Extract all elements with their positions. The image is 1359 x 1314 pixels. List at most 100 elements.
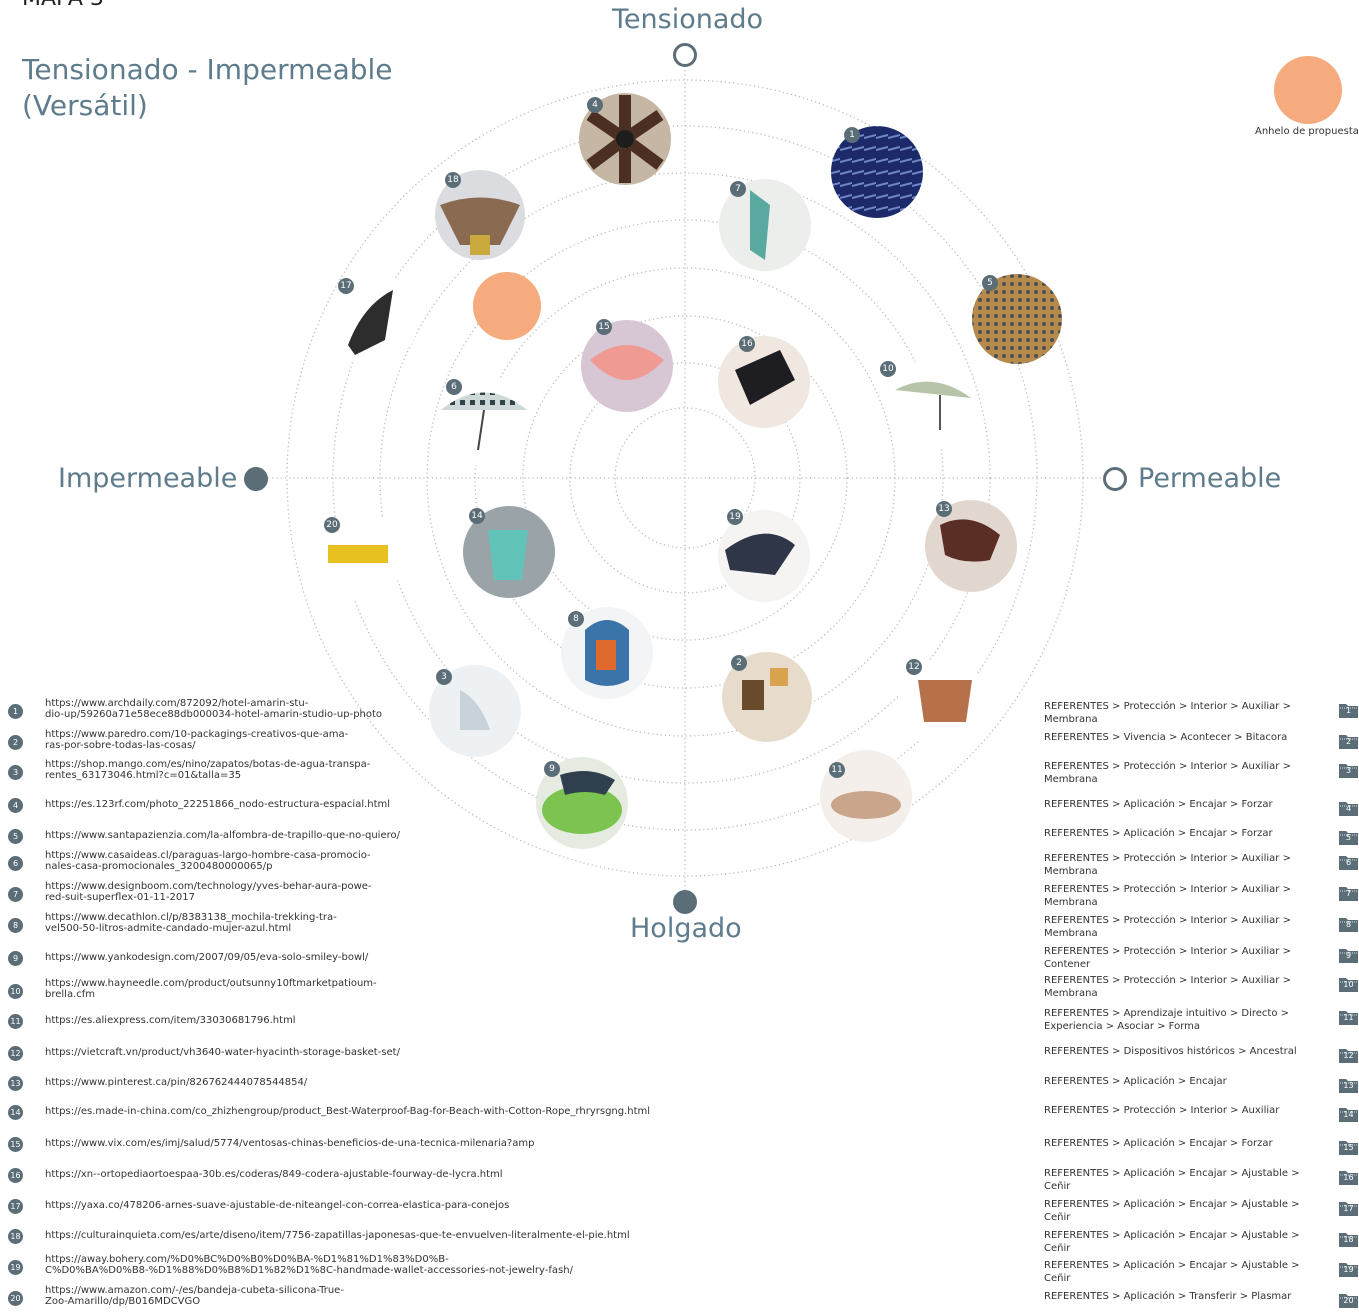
legend-target-dot	[1274, 56, 1342, 124]
map-badge-14: 14	[469, 508, 485, 524]
ref-url-link[interactable]: https://www.santapazienzia.com/la-alfomb…	[45, 830, 400, 841]
ref-category-path: REFERENTES > Aplicación > Encajar > Forz…	[1044, 828, 1273, 839]
ref-url-link[interactable]: https://www.decathlon.cl/p/8383138_mochi…	[45, 912, 337, 934]
map-badge-2: 2	[731, 655, 747, 671]
ref-category-path: REFERENTES > Protección > Interior > Aux…	[1044, 915, 1291, 939]
ref-category-path: REFERENTES > Aplicación > Encajar > Ajus…	[1044, 1199, 1300, 1223]
folder-number: 4	[1345, 804, 1352, 813]
folder-number: 1	[1345, 706, 1352, 715]
folder-icon[interactable]: 4	[1339, 801, 1358, 816]
folder-number: 3	[1345, 766, 1352, 775]
folder-icon[interactable]: 8	[1339, 917, 1358, 932]
ref-url-link[interactable]: https://www.designboom.com/technology/yv…	[45, 881, 372, 903]
ref-number: 18	[8, 1229, 23, 1244]
axis-lines	[268, 66, 1102, 890]
ref-number: 20	[8, 1291, 23, 1306]
ref-category-path: REFERENTES > Aplicación > Encajar > Ajus…	[1044, 1260, 1300, 1284]
folder-number: 16	[1343, 1173, 1354, 1182]
axis-label-left: Impermeable	[58, 463, 238, 494]
map-badge-19: 19	[727, 509, 743, 525]
ref-category-path: REFERENTES > Protección > Interior > Aux…	[1044, 946, 1291, 970]
ref-number: 15	[8, 1137, 23, 1152]
folder-number: 6	[1345, 858, 1352, 867]
ref-number: 10	[8, 984, 23, 999]
legend-label: Anhelo de propuesta	[1255, 126, 1359, 137]
ref-category-path: REFERENTES > Aplicación > Encajar	[1044, 1076, 1227, 1087]
photo-1	[831, 126, 923, 218]
map-badge-17: 17	[338, 278, 354, 294]
ref-url-link[interactable]: https://www.archdaily.com/872092/hotel-a…	[45, 698, 383, 720]
photo-5	[972, 274, 1062, 364]
ref-category-path: REFERENTES > Protección > Interior > Aux…	[1044, 701, 1291, 725]
map-badge-5: 5	[982, 275, 998, 291]
folder-icon[interactable]: 1	[1339, 703, 1358, 718]
ref-number: 5	[8, 829, 23, 844]
map-title: MAPA 3	[22, 0, 104, 11]
map-badge-16: 16	[739, 336, 755, 352]
ref-url-link[interactable]: https://www.hayneedle.com/product/outsun…	[45, 978, 377, 1000]
folder-icon[interactable]: 19	[1339, 1262, 1358, 1277]
ref-number: 17	[8, 1199, 23, 1214]
ref-category-path: REFERENTES > Dispositivos históricos > A…	[1044, 1046, 1297, 1057]
folder-icon[interactable]: 3	[1339, 763, 1358, 778]
ref-url-link[interactable]: https://es.123rf.com/photo_22251866_nodo…	[45, 799, 391, 810]
folder-icon[interactable]: 7	[1339, 886, 1358, 901]
ref-category-path: REFERENTES > Aprendizaje intuitivo > Dir…	[1044, 1008, 1290, 1032]
folder-icon[interactable]: 12	[1339, 1048, 1358, 1063]
ref-category-path: REFERENTES > Protección > Interior > Aux…	[1044, 1105, 1280, 1116]
folder-icon[interactable]: 5	[1339, 830, 1358, 845]
axis-label-bottom: Holgado	[630, 913, 742, 944]
ref-url-link[interactable]: https://shop.mango.com/es/nino/zapatos/b…	[45, 759, 371, 781]
ref-category-path: REFERENTES > Protección > Interior > Aux…	[1044, 884, 1291, 908]
ref-url-link[interactable]: https://vietcraft.vn/product/vh3640-wate…	[45, 1047, 400, 1058]
ref-url-link[interactable]: https://es.aliexpress.com/item/330306817…	[45, 1015, 296, 1026]
ref-url-link[interactable]: https://www.pinterest.ca/pin/82676244407…	[45, 1077, 308, 1088]
map-badge-8: 8	[568, 611, 584, 627]
ref-number: 13	[8, 1076, 23, 1091]
ref-category-path: REFERENTES > Aplicación > Encajar > Forz…	[1044, 799, 1273, 810]
ref-url-link[interactable]: https://www.amazon.com/-/es/bandeja-cube…	[45, 1285, 344, 1307]
folder-icon[interactable]: 16	[1339, 1170, 1358, 1185]
folder-icon[interactable]: 18	[1339, 1232, 1358, 1247]
axis-label-right: Permeable	[1138, 463, 1282, 494]
ref-number: 8	[8, 918, 23, 933]
tensionado-pole-marker	[673, 43, 697, 67]
map-badge-11: 11	[829, 762, 845, 778]
ref-url-link[interactable]: https://es.made-in-china.com/co_zhizheng…	[45, 1106, 651, 1117]
ref-url-link[interactable]: https://culturainquieta.com/es/arte/dise…	[45, 1230, 630, 1241]
ref-url-link[interactable]: https://www.yankodesign.com/2007/09/05/e…	[45, 952, 369, 963]
folder-icon[interactable]: 10	[1339, 977, 1358, 992]
ref-category-path: REFERENTES > Vivencia > Acontecer > Bita…	[1044, 732, 1288, 743]
ref-url-link[interactable]: https://yaxa.co/478206-arnes-suave-ajust…	[45, 1200, 510, 1211]
ref-number: 12	[8, 1046, 23, 1061]
ref-number: 19	[8, 1260, 23, 1275]
folder-icon[interactable]: 20	[1339, 1293, 1358, 1308]
ref-url-link[interactable]: https://www.paredro.com/10-packagings-cr…	[45, 729, 349, 751]
polar-map	[244, 43, 1127, 914]
folder-icon[interactable]: 11	[1339, 1010, 1358, 1025]
folder-icon[interactable]: 13	[1339, 1078, 1358, 1093]
folder-icon[interactable]: 17	[1339, 1201, 1358, 1216]
target-proposal-point	[473, 272, 541, 340]
folder-icon[interactable]: 14	[1339, 1107, 1358, 1122]
ref-number: 11	[8, 1014, 23, 1029]
ref-url-link[interactable]: https://away.bohery.com/%D0%BC%D0%B0%D0%…	[45, 1254, 573, 1276]
ref-number: 14	[8, 1105, 23, 1120]
folder-icon[interactable]: 6	[1339, 855, 1358, 870]
ref-url-link[interactable]: https://xn--ortopediaortoespaa-30b.es/co…	[45, 1169, 503, 1180]
folder-number: 10	[1343, 980, 1354, 989]
folder-icon[interactable]: 15	[1339, 1140, 1358, 1155]
folder-number: 5	[1345, 833, 1352, 842]
ref-number: 4	[8, 798, 23, 813]
folder-icon[interactable]: 9	[1339, 948, 1358, 963]
folder-number: 18	[1343, 1235, 1354, 1244]
ref-url-link[interactable]: https://www.casaideas.cl/paraguas-largo-…	[45, 850, 371, 872]
ref-category-path: REFERENTES > Protección > Interior > Aux…	[1044, 975, 1291, 999]
ref-url-link[interactable]: https://www.vix.com/es/imj/salud/5774/ve…	[45, 1138, 535, 1149]
reference-photos	[315, 93, 1062, 849]
folder-number: 19	[1343, 1265, 1354, 1274]
folder-number: 12	[1343, 1051, 1354, 1060]
ref-number: 9	[8, 951, 23, 966]
folder-icon[interactable]: 2	[1339, 734, 1358, 749]
axis-label-top: Tensionado	[612, 4, 764, 35]
